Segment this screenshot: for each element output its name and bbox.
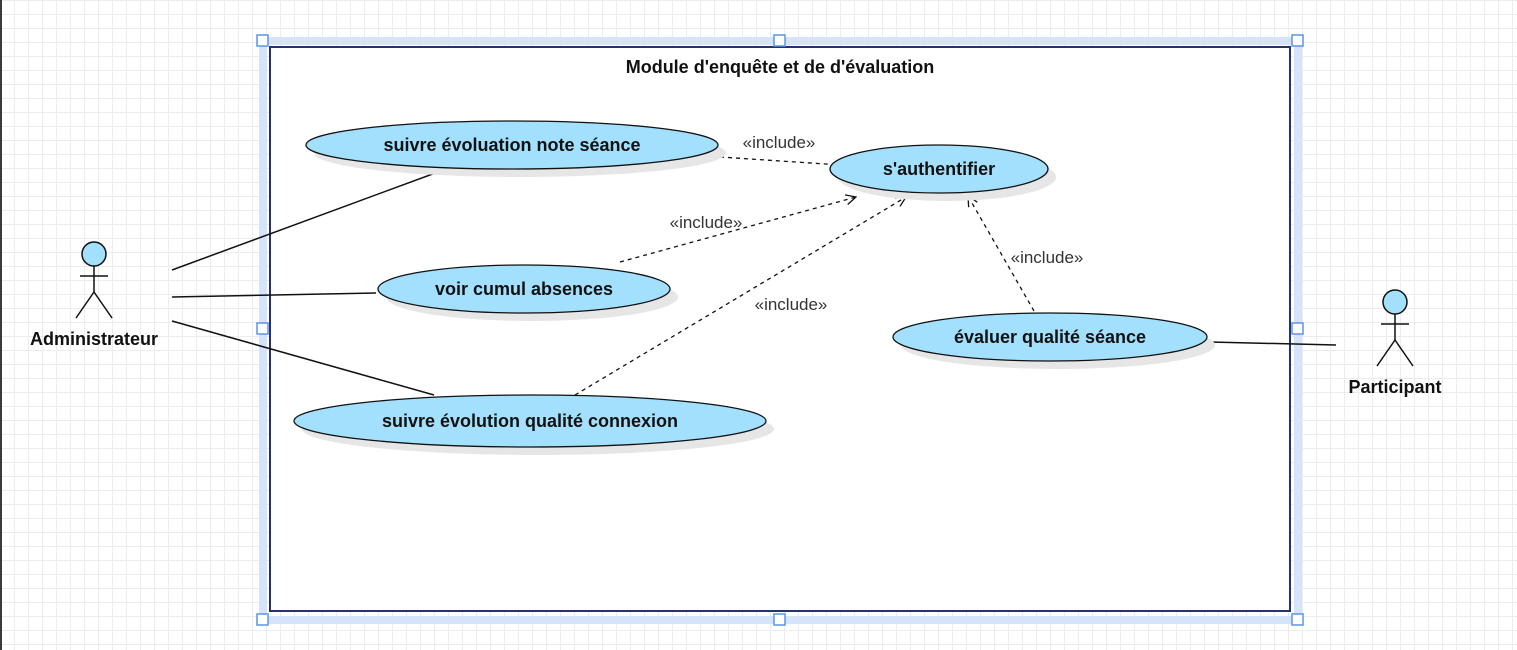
resize-handle-top-left[interactable] (256, 34, 269, 47)
resize-handle-middle-left[interactable] (256, 322, 269, 335)
use-case-ellipse[interactable] (892, 312, 1208, 362)
use-case-ellipse[interactable] (829, 144, 1049, 194)
use-case-label: suivre évolution qualité connexion (382, 411, 678, 431)
association-admin-suivre-connexion[interactable] (171, 320, 435, 396)
include-label-2: «include» (670, 213, 743, 232)
include-arrow-voir-absences[interactable] (619, 197, 856, 263)
canvas-left-edge (0, 0, 2, 650)
include-arrow-suivre-connexion[interactable] (574, 197, 906, 396)
use-case-suivre-connexion[interactable]: suivre évolution qualité connexion (293, 394, 774, 455)
use-case-authentifier[interactable]: s'authentifier (829, 144, 1056, 201)
actor-participant[interactable]: Participant (1348, 289, 1442, 397)
resize-handle-bottom-right[interactable] (1291, 613, 1304, 626)
include-label-4: «include» (1011, 248, 1084, 267)
actor-label: Administrateur (30, 329, 158, 349)
association-admin-suivre-note[interactable] (171, 171, 439, 271)
use-case-ellipse[interactable] (377, 264, 671, 314)
include-label-3: «include» (755, 295, 828, 314)
use-case-ellipse[interactable] (293, 394, 767, 448)
associations (171, 171, 1337, 396)
include-arrow-evaluer[interactable] (968, 196, 1035, 312)
use-case-voir-absences[interactable]: voir cumul absences (377, 264, 678, 321)
resize-handle-middle-right[interactable] (1291, 322, 1304, 335)
use-case-evaluer-qualite[interactable]: évaluer qualité séance (892, 312, 1215, 369)
association-participant-evaluer[interactable] (1209, 341, 1337, 346)
selection-handles[interactable] (256, 34, 1304, 626)
stick-figure-icon (1376, 289, 1414, 367)
resize-handle-bottom-center[interactable] (773, 613, 786, 626)
resize-handle-top-right[interactable] (1291, 34, 1304, 47)
association-admin-voir-absences[interactable] (171, 292, 377, 298)
include-label-1: «include» (743, 133, 816, 152)
use-case-suivre-note[interactable]: suivre évoluation note séance (305, 120, 726, 177)
actor-administrateur[interactable]: Administrateur (30, 241, 158, 349)
use-case-label: évaluer qualité séance (954, 327, 1146, 347)
use-case-label: s'authentifier (883, 159, 995, 179)
use-case-label: suivre évoluation note séance (383, 135, 640, 155)
actor-label: Participant (1348, 377, 1441, 397)
use-case-label: voir cumul absences (435, 279, 613, 299)
system-title: Module d'enquête et de d'évaluation (626, 57, 935, 77)
resize-handle-top-center[interactable] (773, 34, 786, 47)
resize-handle-bottom-left[interactable] (256, 613, 269, 626)
stick-figure-icon (75, 241, 113, 319)
use-case-ellipse[interactable] (305, 120, 719, 170)
